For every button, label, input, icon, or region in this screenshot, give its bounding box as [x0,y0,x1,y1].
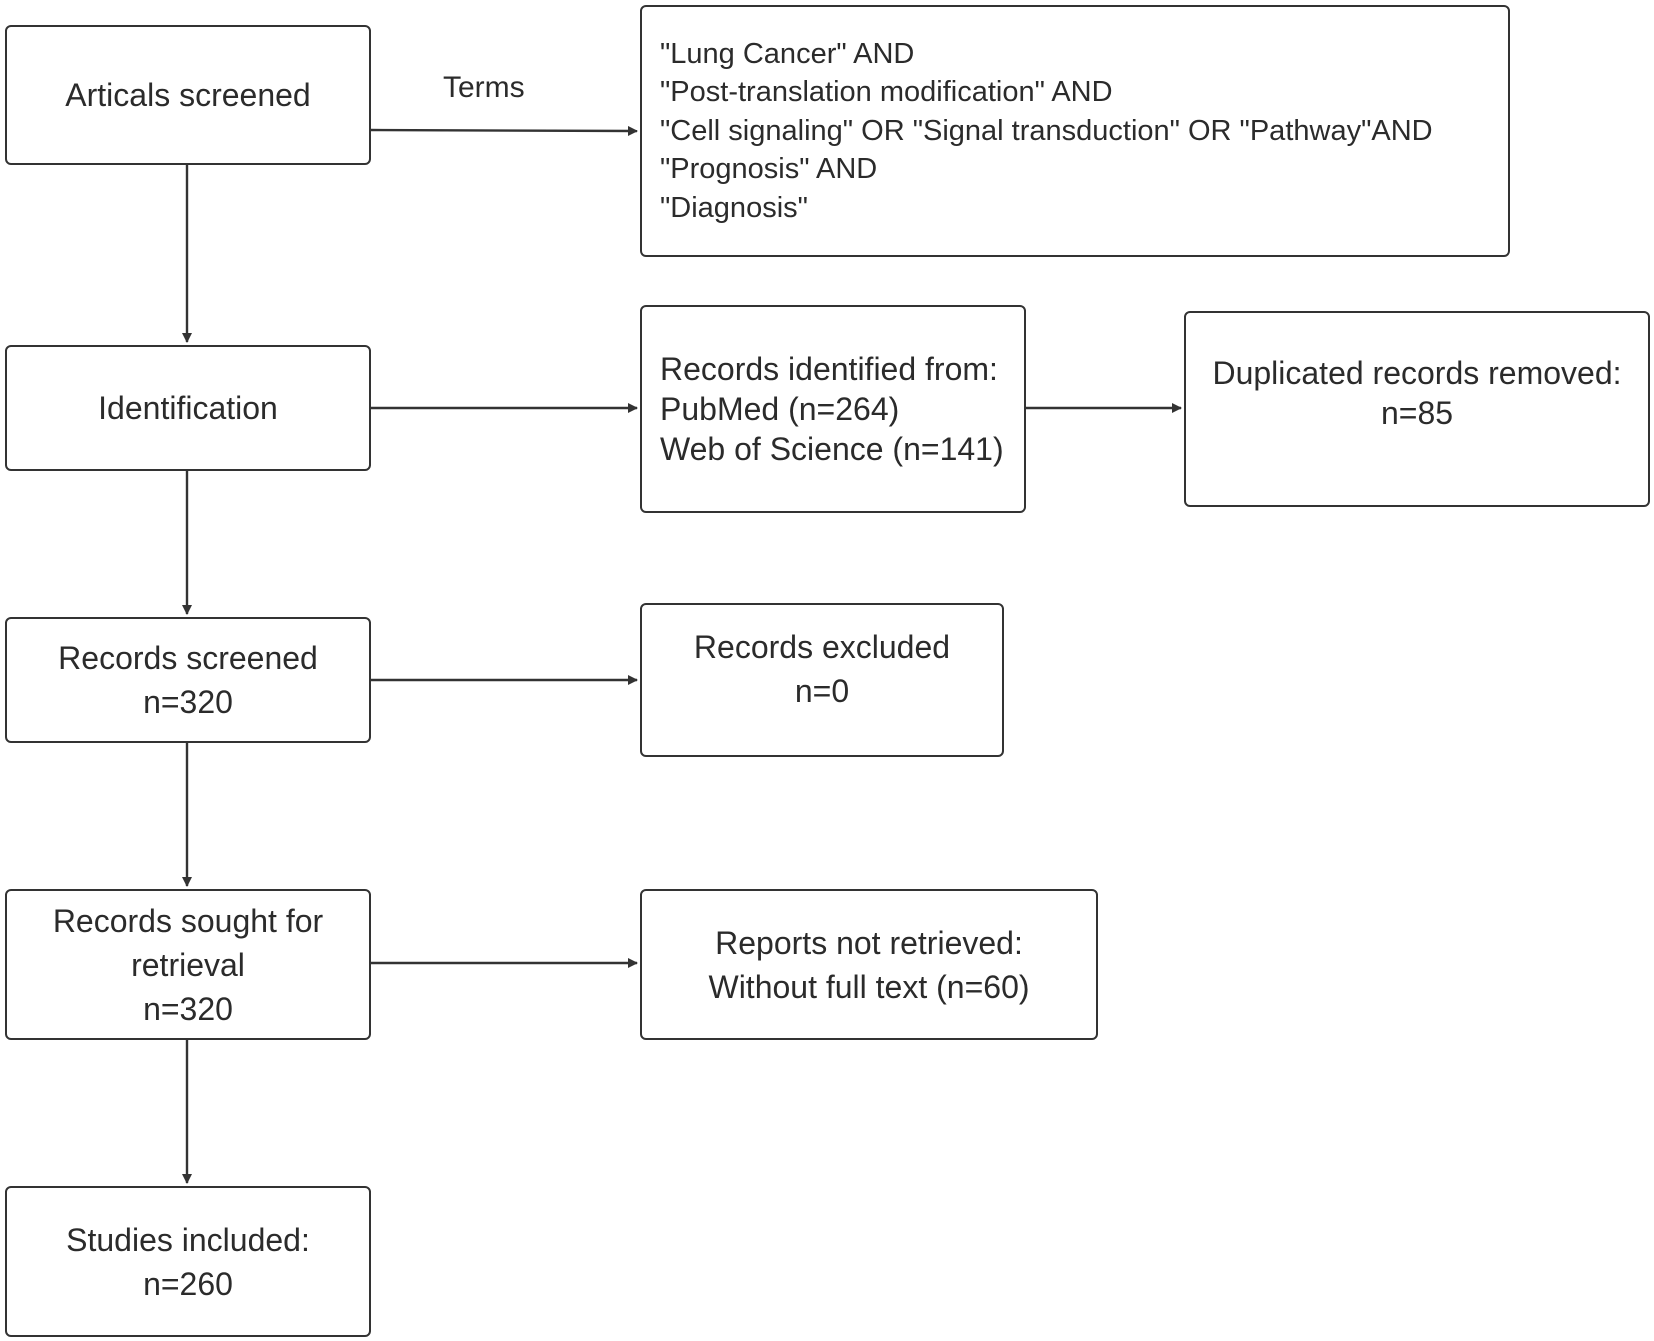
identification-text: Identification [98,390,278,426]
studies-included-count: n=260 [143,1265,233,1302]
identification-box: Identification [5,345,371,471]
search-term-line-5: "Diagnosis" [660,191,808,224]
records-identified-heading: Records identified from: [660,351,998,387]
records-sought-count: n=320 [143,990,233,1027]
articals-screened-box: Articals screened [5,25,371,165]
records-identified-web-of-science: Web of Science (n=141) [660,431,1004,467]
records-excluded-count: n=0 [794,673,850,709]
reports-not-retrieved-label: Reports not retrieved: [715,924,1023,961]
search-terms-box: "Lung Cancer" AND "Post-translation modi… [640,5,1510,257]
studies-included-box: Studies included: n=260 [5,1186,371,1337]
records-screened-box: Records screened n=320 [5,617,371,743]
records-identified-pubmed: PubMed (n=264) [660,391,900,427]
records-excluded-box: Records excluded n=0 [640,603,1004,757]
search-term-line-4: "Prognosis" AND [660,153,878,186]
search-term-line-1: "Lung Cancer" AND [660,37,915,70]
records-screened-count: n=320 [143,684,233,720]
records-sought-label-line-1: Records sought for [52,902,324,939]
articals-screened-text: Articals screened [65,77,311,113]
duplicates-removed-count: n=85 [1380,395,1454,431]
duplicates-removed-label: Duplicated records removed: [1212,355,1622,391]
studies-included-label: Studies included: [66,1221,310,1258]
records-excluded-label: Records excluded [693,629,951,665]
records-sought-box: Records sought for retrieval n=320 [5,889,371,1040]
arrow-articals-to-terms [370,125,638,136]
search-term-line-2: "Post-translation modification" AND [660,76,1113,109]
records-screened-label: Records screened [58,640,318,676]
records-identified-box: Records identified from: PubMed (n=264) … [640,305,1026,513]
reports-not-retrieved-box: Reports not retrieved: Without full text… [640,889,1098,1040]
search-term-line-3: "Cell signaling" OR "Signal transduction… [660,114,1433,147]
records-sought-label-line-2: retrieval [131,946,245,983]
terms-edge-label: Terms [443,71,525,104]
reports-not-retrieved-detail: Without full text (n=60) [708,968,1030,1005]
duplicates-removed-box: Duplicated records removed: n=85 [1184,311,1650,507]
